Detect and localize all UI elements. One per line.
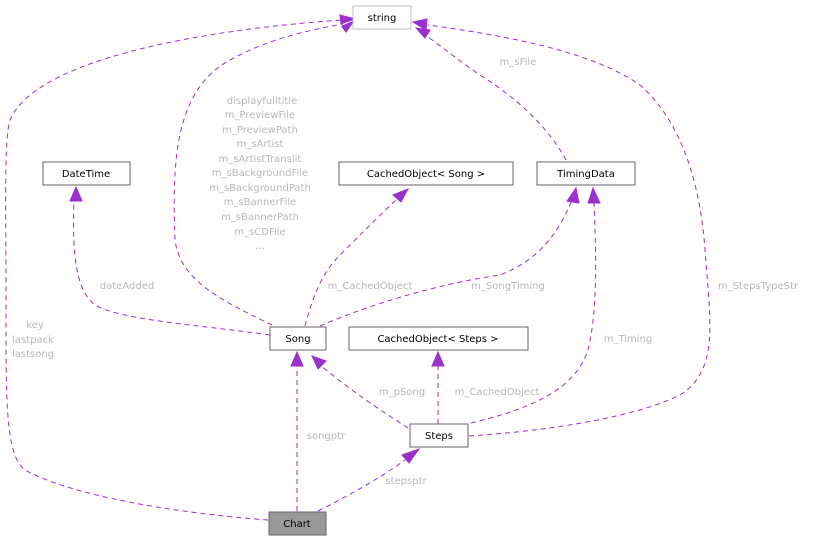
edge-label: m_sArtistTranslit bbox=[219, 154, 302, 165]
edge-label: m_PreviewFile bbox=[225, 110, 295, 121]
node-song[interactable]: Song bbox=[269, 326, 327, 351]
edge-steps-to-song bbox=[311, 355, 409, 429]
node-timingdata[interactable]: TimingData bbox=[536, 161, 636, 186]
label-song-to-string: displayfulltitle m_PreviewFile m_Preview… bbox=[209, 96, 311, 252]
edge-chart-to-steps bbox=[317, 448, 421, 512]
edge-label: m_sBannerPath bbox=[221, 212, 299, 223]
edge-steps-to-string bbox=[411, 18, 711, 437]
edge-label: m_sBackgroundPath bbox=[209, 183, 311, 194]
edge-timingdata-to-string bbox=[414, 27, 567, 161]
edge-song-to-timingdata bbox=[319, 186, 580, 327]
edge-label-songptr: songptr bbox=[307, 431, 346, 442]
node-string[interactable]: string bbox=[352, 5, 412, 30]
arrowhead-icon bbox=[339, 14, 357, 25]
edge-label: m_sBackgroundFile bbox=[212, 168, 308, 179]
node-label: Song bbox=[285, 334, 310, 345]
arrowhead-icon bbox=[392, 188, 410, 203]
edge-label: m_PreviewPath bbox=[222, 125, 298, 136]
edge-steps-to-timingdata bbox=[461, 186, 601, 426]
arrowhead-icon bbox=[431, 350, 445, 367]
edge-song-to-cached-song bbox=[304, 188, 410, 327]
node-steps[interactable]: Steps bbox=[409, 423, 469, 448]
node-label: Chart bbox=[283, 519, 311, 530]
edge-label: displayfulltitle bbox=[227, 96, 297, 107]
arrowhead-icon bbox=[311, 355, 327, 370]
node-label: DateTime bbox=[62, 169, 110, 180]
arrowhead-icon bbox=[566, 186, 580, 204]
arrowhead-icon bbox=[341, 20, 355, 33]
edge-song-to-string bbox=[173, 23, 344, 326]
edge-label: m_sBannerFile bbox=[224, 197, 297, 208]
arrowhead-icon bbox=[401, 448, 421, 464]
edge-label: m_sArtist bbox=[237, 139, 284, 150]
node-label: CachedObject< Song > bbox=[367, 169, 485, 180]
node-datetime[interactable]: DateTime bbox=[42, 161, 131, 186]
arrowhead-icon bbox=[411, 18, 428, 31]
node-label: TimingData bbox=[556, 169, 615, 180]
edge-label-m-songtiming: m_SongTiming bbox=[471, 281, 545, 292]
edge-label: lastpack bbox=[12, 335, 54, 346]
edge-label-dateadded: dateAdded bbox=[100, 281, 154, 292]
node-cachedobject-song[interactable]: CachedObject< Song > bbox=[338, 161, 514, 186]
edge-song-to-datetime bbox=[69, 185, 271, 336]
edge-label-stepsptr: stepsptr bbox=[385, 476, 427, 487]
node-label: string bbox=[368, 13, 397, 24]
edge-label: lastsong bbox=[12, 349, 54, 360]
arrowhead-icon bbox=[290, 350, 304, 367]
edge-chart-to-string bbox=[5, 14, 357, 521]
arrowhead-icon bbox=[414, 27, 431, 39]
node-label: Steps bbox=[425, 431, 453, 442]
edge-label: ... bbox=[255, 241, 265, 252]
edge-chart-to-song bbox=[290, 350, 304, 511]
edge-label-m-stepstypestr: m_StepsTypeStr bbox=[718, 281, 799, 292]
arrowhead-icon bbox=[587, 186, 601, 204]
edge-label: key bbox=[26, 320, 44, 331]
edge-label-m-sfile: m_sFile bbox=[500, 57, 537, 68]
edge-label: m_sCDFile bbox=[234, 227, 285, 238]
node-cachedobject-steps[interactable]: CachedObject< Steps > bbox=[348, 326, 529, 351]
label-chart-to-string: key lastpack lastsong bbox=[12, 320, 54, 360]
edge-label-m-cachedobject-song: m_CachedObject bbox=[328, 281, 413, 292]
edge-label-m-psong: m_pSong bbox=[379, 387, 425, 398]
arrowhead-icon bbox=[69, 185, 83, 202]
edge-steps-to-cached-steps bbox=[431, 350, 445, 424]
node-label: CachedObject< Steps > bbox=[377, 334, 498, 345]
edge-label-m-cachedobject-steps: m_CachedObject bbox=[455, 387, 540, 398]
edge-label-m-timing: m_Timing bbox=[604, 334, 653, 345]
node-chart[interactable]: Chart bbox=[268, 511, 327, 536]
